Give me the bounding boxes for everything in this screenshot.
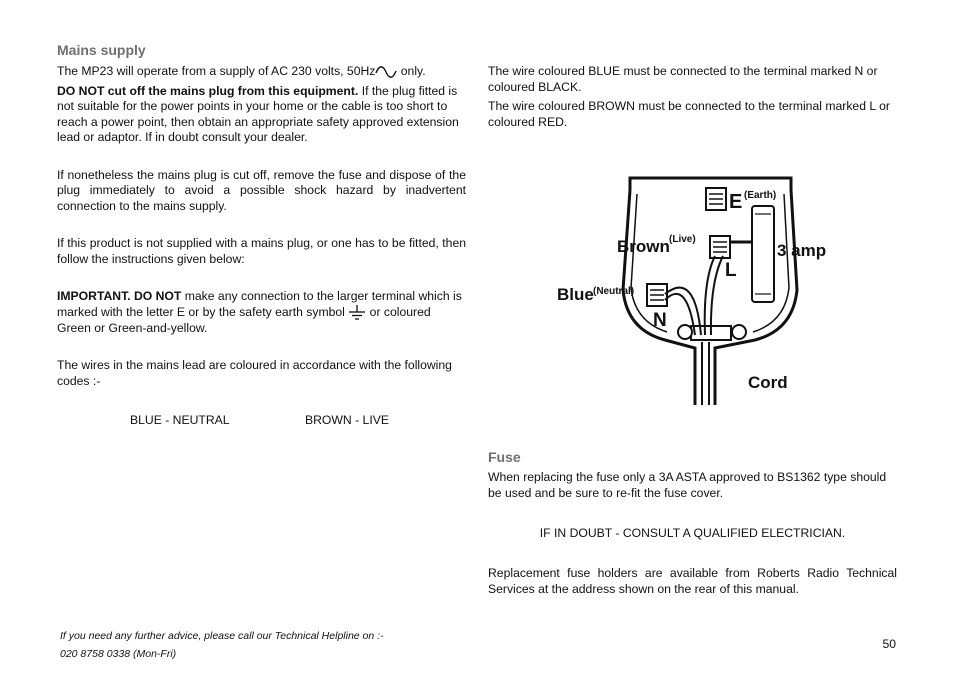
blue-wire-2 <box>664 293 696 336</box>
supply-text: The MP23 will operate from a supply of A… <box>57 64 376 78</box>
important-text: make any connection to the larger termin… <box>57 289 462 319</box>
brown-wire-2 <box>709 255 724 336</box>
do-not-cut-text: If the plug fitted is not suitable for t… <box>57 83 459 145</box>
no-plug-paragraph: If this product is not supplied with a m… <box>57 236 466 266</box>
important-paragraph: IMPORTANT. DO NOT make any connection to… <box>57 289 466 336</box>
ac-sine-symbol-icon <box>375 65 398 78</box>
fuse-paragraph: When replacing the fuse only a 3A ASTA a… <box>488 470 887 500</box>
fuse-heading: Fuse <box>488 449 521 465</box>
brown-wire-paragraph: The wire coloured BROWN must be connecte… <box>488 99 890 129</box>
label-live: (Live) <box>669 234 696 245</box>
important-warning: IMPORTANT. DO NOT <box>57 289 182 303</box>
plug-outline <box>628 176 799 405</box>
page-number: 50 <box>882 637 896 651</box>
do-not-cut-warning: DO NOT cut off the mains plug from this … <box>57 83 359 98</box>
label-l: L <box>725 260 737 281</box>
code-brown-live: BROWN - LIVE <box>305 413 389 427</box>
right-column: The wire coloured BLUE must be connected… <box>488 64 897 130</box>
label-neutral: (Neutral) <box>593 286 634 297</box>
do-not-cut-paragraph: DO NOT cut off the mains plug from this … <box>57 84 466 146</box>
earth-symbol-icon <box>349 304 366 320</box>
helpline-text: If you need any further advice, please c… <box>60 630 384 642</box>
label-brown: Brown <box>617 237 670 256</box>
supply-text-end: only. <box>397 64 426 78</box>
plug-outline-left <box>621 189 697 405</box>
plug-inner-right <box>752 193 790 333</box>
plug-wiring-diagram: E (Earth) 3 amp L Brown (Live) N Blue (N… <box>557 176 826 405</box>
label-blue: Blue <box>557 285 594 304</box>
supply-paragraph: The MP23 will operate from a supply of A… <box>57 64 466 80</box>
label-cord: Cord <box>748 373 788 392</box>
colour-codes: BLUE - NEUTRAL BROWN - LIVE <box>57 413 466 429</box>
helpline-footer: If you need any further advice, please c… <box>60 627 384 663</box>
grip-screw-left <box>677 324 693 340</box>
important-text-end: or coloured Green or Green-and-yellow. <box>57 304 431 335</box>
plug-inner-left <box>630 193 668 333</box>
consult-electrician-notice: IF IN DOUBT - CONSULT A QUALIFIED ELECTR… <box>539 526 846 540</box>
label-earth: (Earth) <box>744 190 776 201</box>
mains-supply-heading: Mains supply <box>57 42 146 58</box>
label-e: E <box>729 191 742 213</box>
wire-colours-paragraph: The wires in the mains lead are coloured… <box>57 358 452 388</box>
helpline-number: 020 8758 0338 (Mon-Fri) <box>60 648 177 660</box>
fuse <box>751 205 775 303</box>
left-column: Mains supply The MP23 will operate from … <box>57 42 466 429</box>
plug-cut-off-paragraph: If nonetheless the mains plug is cut off… <box>57 167 466 213</box>
code-blue-neutral: BLUE - NEUTRAL <box>130 413 230 427</box>
label-3-amp: 3 amp <box>777 241 826 260</box>
brown-wire <box>703 255 716 336</box>
replacement-paragraph: Replacement fuse holders are available f… <box>488 566 897 596</box>
blue-wire-paragraph: The wire coloured BLUE must be connected… <box>488 64 878 94</box>
grip-screw-right <box>731 324 747 340</box>
blue-wire <box>664 286 702 336</box>
label-n: N <box>653 310 667 331</box>
